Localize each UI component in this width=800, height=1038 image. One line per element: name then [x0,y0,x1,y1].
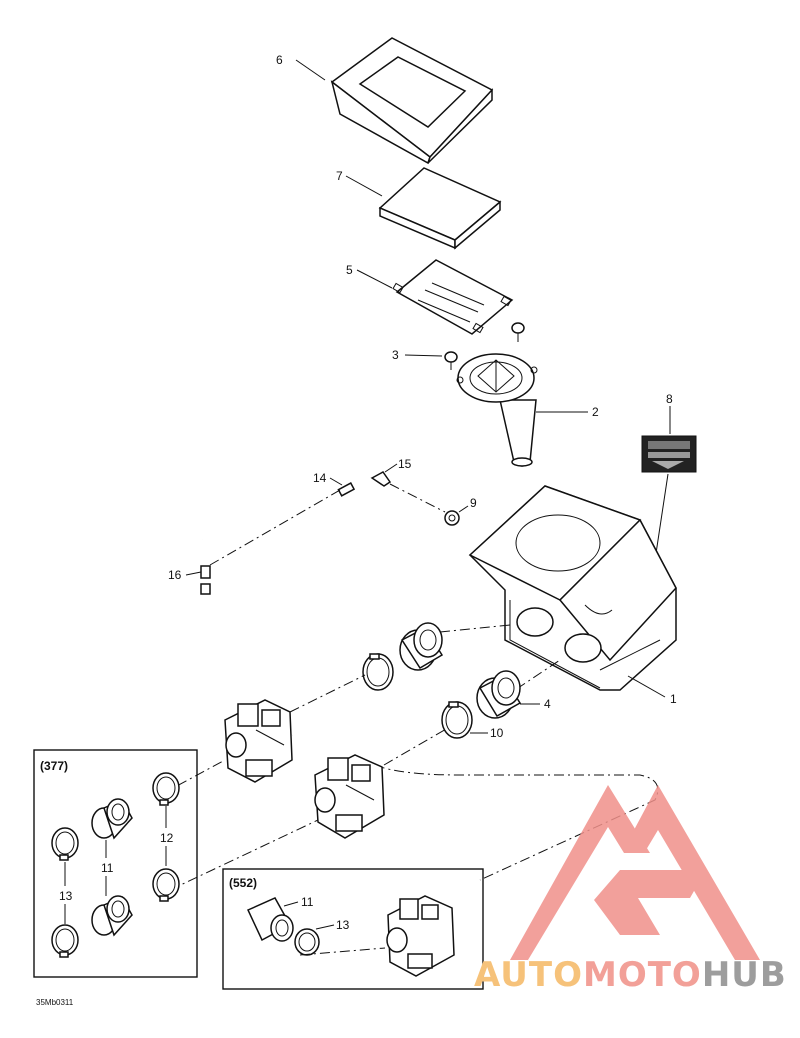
callout-7: 7 [336,169,343,183]
inset-377-callout-11: 11 [101,861,114,875]
callout-8: 8 [666,392,673,406]
part-15-elbow [370,471,392,487]
part-8-decal [641,435,697,473]
inset-552-callout-11: 11 [301,895,314,909]
watermark-hub: HUB [702,955,787,995]
reference-code: 35Mb0311 [36,998,74,1007]
part-4-adaptor-upper [399,622,444,671]
inset-377-adaptor-1 [91,798,133,840]
inset-377-callout-13: 13 [59,889,73,903]
part-14-fitting [337,482,356,497]
inset-377-adaptor-2 [91,895,133,937]
part-5-screen-plate [392,259,514,335]
callout-9: 9 [470,496,477,510]
callout-5: 5 [346,263,353,277]
inset-377: (377) [33,749,198,978]
part-10-clamp-upper [362,653,394,691]
callout-4: 4 [544,697,551,711]
inset-552-callout-13: 13 [336,918,350,932]
callout-10: 10 [490,726,504,740]
watermark-auto: AUTO [474,955,583,995]
watermark-moto: MOTO [583,955,702,995]
callout-6: 6 [276,53,283,67]
part-9-grommet [444,510,460,526]
svg-text:AUTOMOTOHUB: AUTOMOTOHUB [474,955,787,995]
part-10-clamp-lower [441,701,473,739]
callout-3: 3 [392,348,399,362]
callout-2: 2 [592,405,599,419]
inset-552-adaptor [246,897,294,942]
part-16-vent-hose [200,510,387,771]
carburetor-left [224,699,293,783]
part-3-screws [444,322,525,370]
callout-16: 16 [168,568,182,582]
inset-377-clamp-4 [51,924,79,958]
inset-552-label: (552) [229,876,257,890]
inset-377-clamp-3 [152,868,180,902]
part-1-silencer-base [468,485,677,691]
inset-377-callout-12: 12 [160,831,174,845]
callout-14: 14 [313,471,327,485]
inset-377-label: (377) [40,759,68,773]
inset-377-clamp-1 [152,772,180,806]
watermark: AUTOMOTOHUB [474,785,787,995]
watermark-logo-icon [510,785,760,960]
part-4-adaptor-lower [476,670,522,719]
part-2-intake-duct [456,353,538,467]
carburetor-right [314,754,385,839]
inset-552: (552) 11 13 [222,868,484,990]
callout-15: 15 [398,457,412,471]
inset-552-carburetor [386,895,455,977]
inset-377-clamp-2 [51,827,79,861]
callout-1: 1 [670,692,677,706]
part-7-filter-pad [378,167,502,250]
inset-552-clamp [294,928,320,956]
part-6-silencer-cover [330,37,494,165]
